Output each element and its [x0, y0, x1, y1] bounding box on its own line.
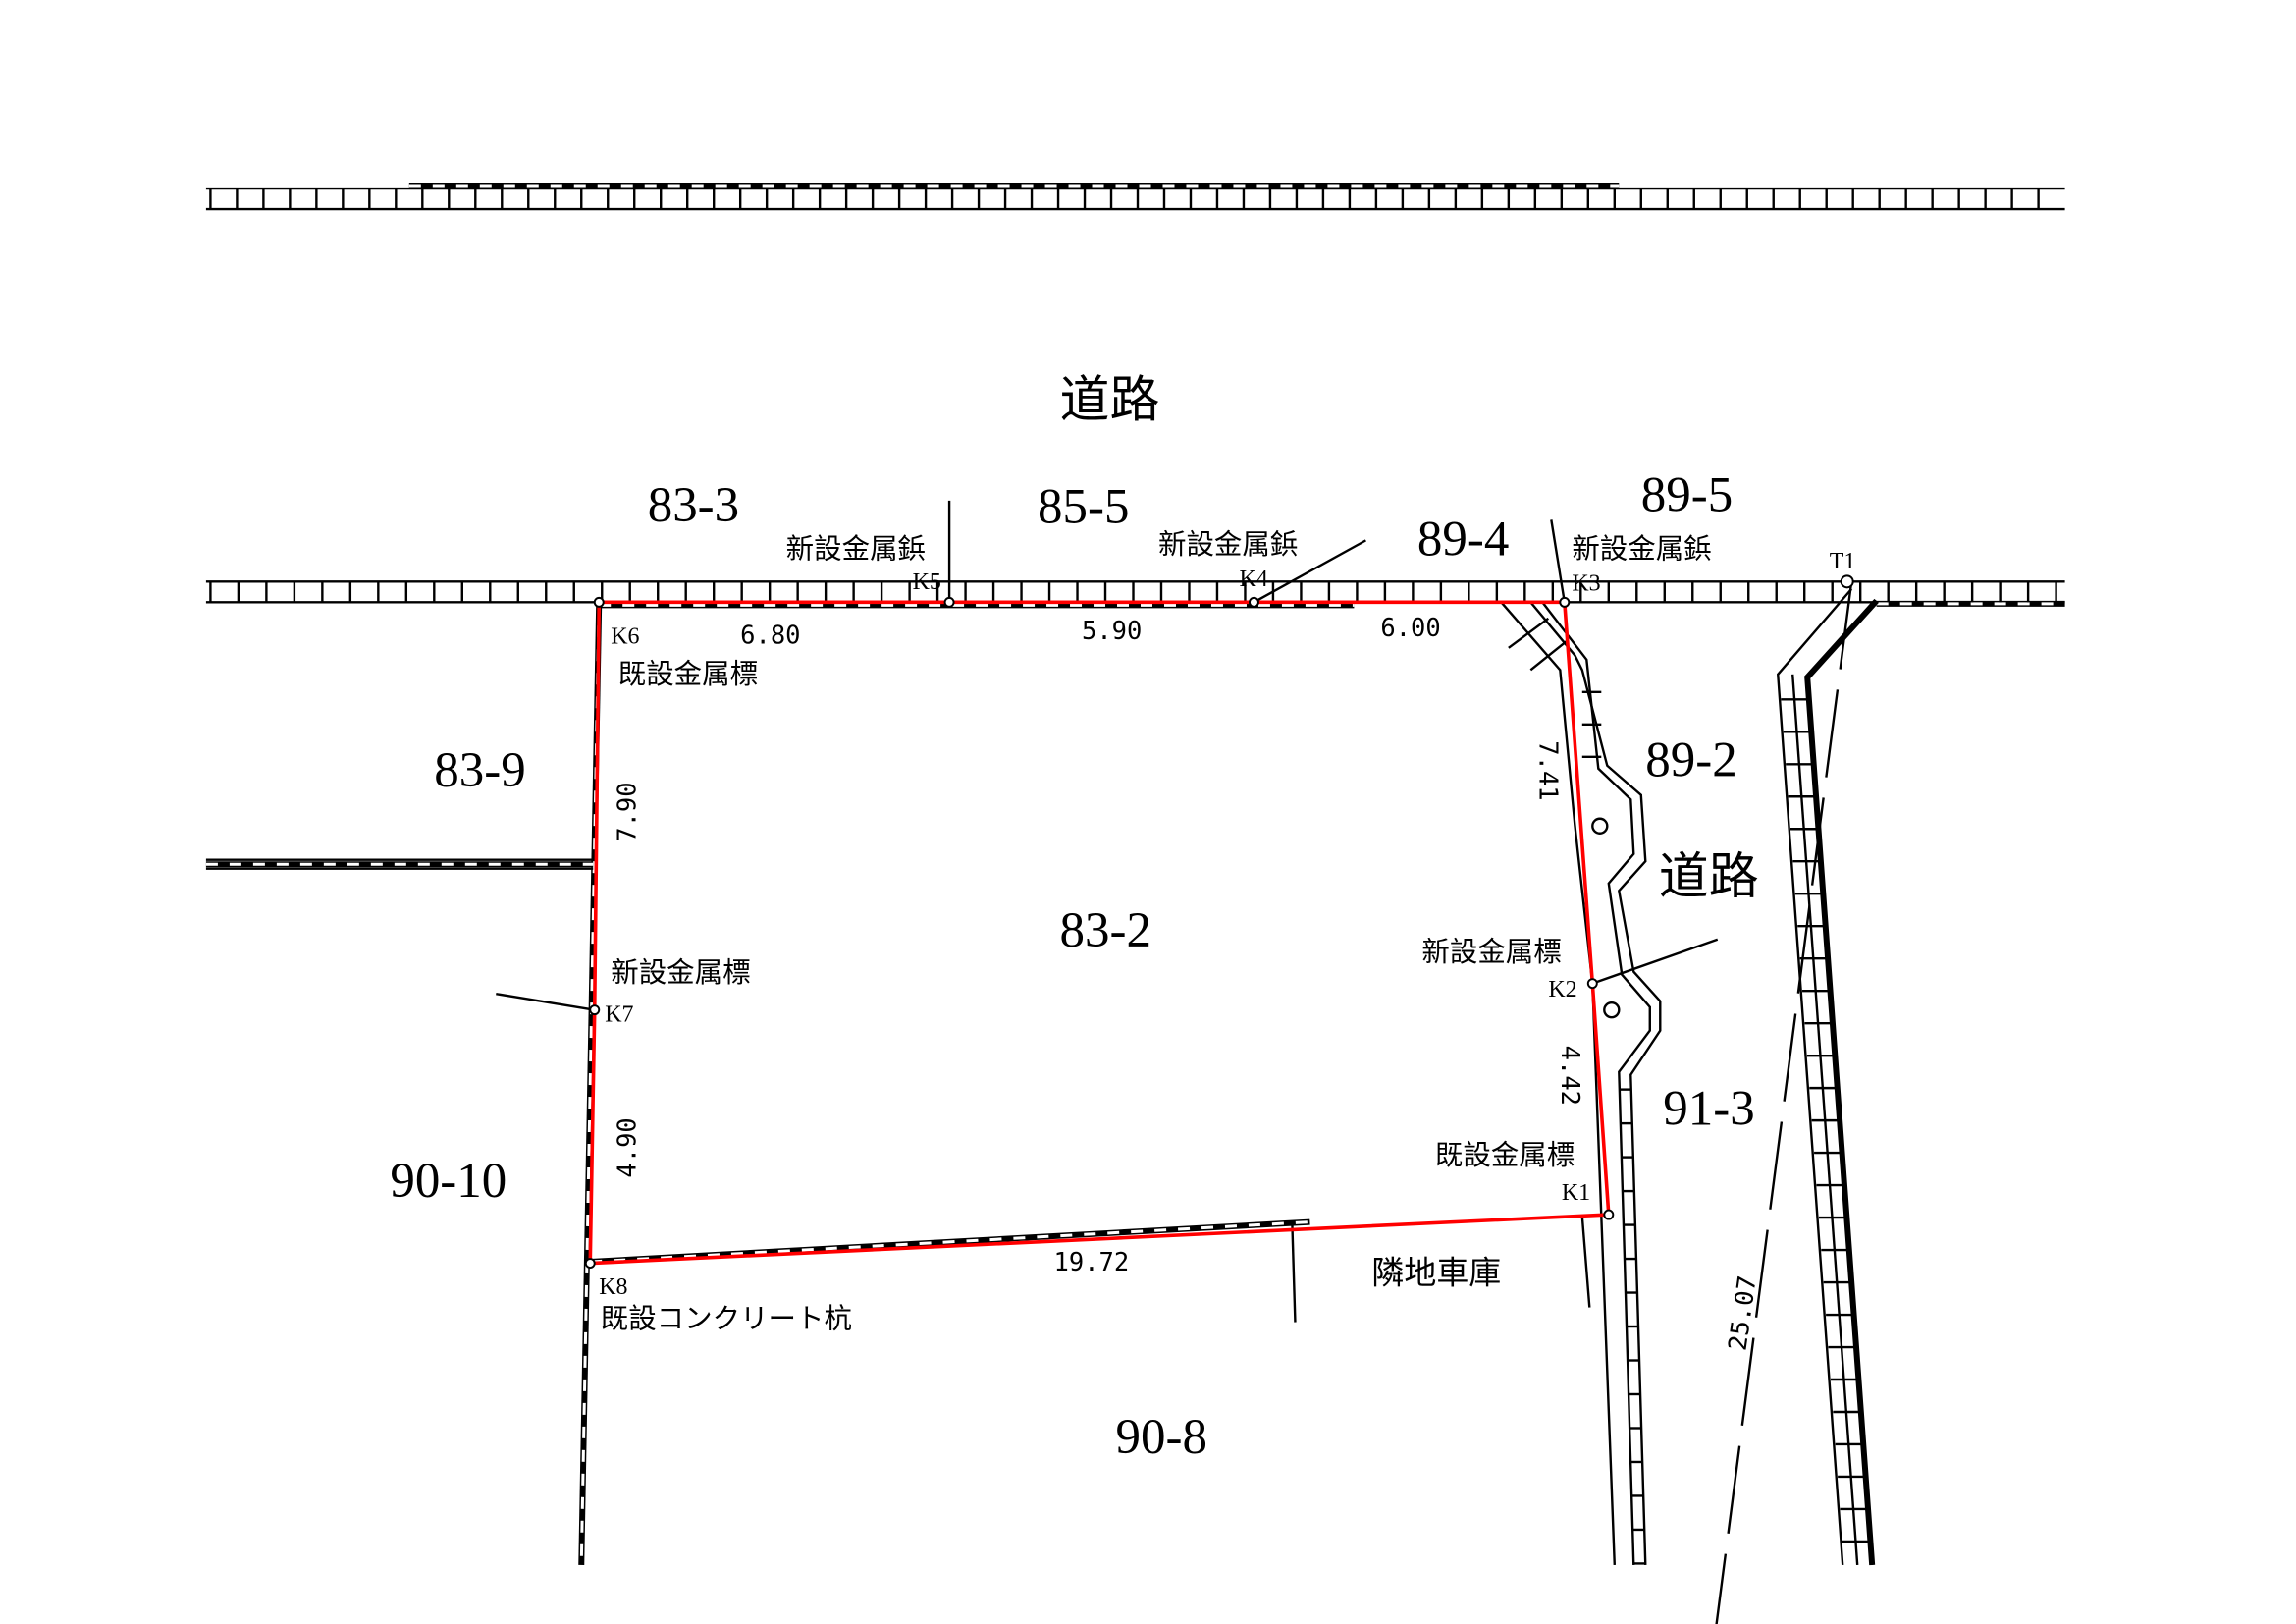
point-K7 [589, 1004, 601, 1016]
lot-90-10: 90-10 [390, 1154, 507, 1209]
dim-K4-K3: 6.00 [1380, 614, 1440, 643]
dim-K2-K1: 4.42 [1555, 1046, 1584, 1106]
right-road-edge [1715, 581, 1879, 1624]
point-K6 [593, 596, 605, 608]
survey-point-markers [584, 574, 1854, 1270]
lot-85-5: 85-5 [1038, 479, 1129, 534]
lot-83-9: 83-9 [434, 743, 525, 798]
point-K2 [1586, 978, 1598, 990]
garage-label: 隣地車庫 [1371, 1254, 1501, 1292]
point-K5 [943, 596, 955, 608]
marker-K5: 新設金属鋲 [786, 532, 926, 565]
marker-K3: 新設金属鋲 [1572, 532, 1711, 565]
point-K3 [1559, 596, 1571, 608]
rear-boundary-line [590, 1216, 1591, 1323]
side-channel [1500, 601, 1662, 1565]
marker-K7: 新設金属標 [611, 956, 750, 989]
label-K3: K3 [1572, 570, 1600, 596]
road-label-top: 道路 [1060, 373, 1160, 428]
lot-83-2: 83-2 [1060, 903, 1151, 958]
marker-K2: 新設金属標 [1421, 936, 1561, 968]
label-K4: K4 [1239, 567, 1267, 592]
marker-K6: 既設金属標 [618, 658, 758, 690]
dim-K5-K4: 5.90 [1082, 617, 1142, 646]
marker-K1: 既設金属標 [1435, 1139, 1575, 1171]
label-K1: K1 [1562, 1180, 1590, 1206]
marker-K4: 新設金属鋲 [1158, 528, 1298, 561]
dim-K6-K5: 6.80 [740, 621, 800, 650]
point-K8 [584, 1258, 596, 1270]
road-label-right: 道路 [1659, 850, 1759, 905]
lot-89-5: 89-5 [1641, 467, 1733, 522]
marker-K8: 既設コンクリート杭 [601, 1303, 852, 1335]
dim-K8-K7: 4.90 [614, 1117, 643, 1177]
lot-89-4: 89-4 [1417, 512, 1509, 567]
lot-91-3: 91-3 [1663, 1082, 1754, 1137]
dim-T1-diagonal: 25.07 [1723, 1273, 1762, 1352]
point-K1 [1603, 1209, 1615, 1220]
point-T1 [1840, 574, 1854, 589]
dim-K1-K8: 19.72 [1054, 1248, 1130, 1277]
dim-K3-K2: 7.41 [1532, 740, 1562, 800]
lot-90-8: 90-8 [1116, 1410, 1207, 1465]
dim-K7-K6: 7.90 [614, 782, 643, 841]
label-K2: K2 [1548, 977, 1576, 1002]
lot-83-3: 83-3 [648, 478, 739, 533]
top-road-edge [205, 183, 2065, 211]
lot-89-2: 89-2 [1645, 732, 1736, 787]
left-boundary-line [205, 602, 603, 1565]
label-K6: K6 [611, 623, 639, 649]
label-K7: K7 [605, 1002, 633, 1028]
leader-lines [496, 500, 1719, 1011]
point-K4 [1248, 596, 1259, 608]
label-K5: K5 [913, 569, 941, 595]
label-T1: T1 [1830, 549, 1856, 574]
label-K8: K8 [599, 1274, 627, 1300]
